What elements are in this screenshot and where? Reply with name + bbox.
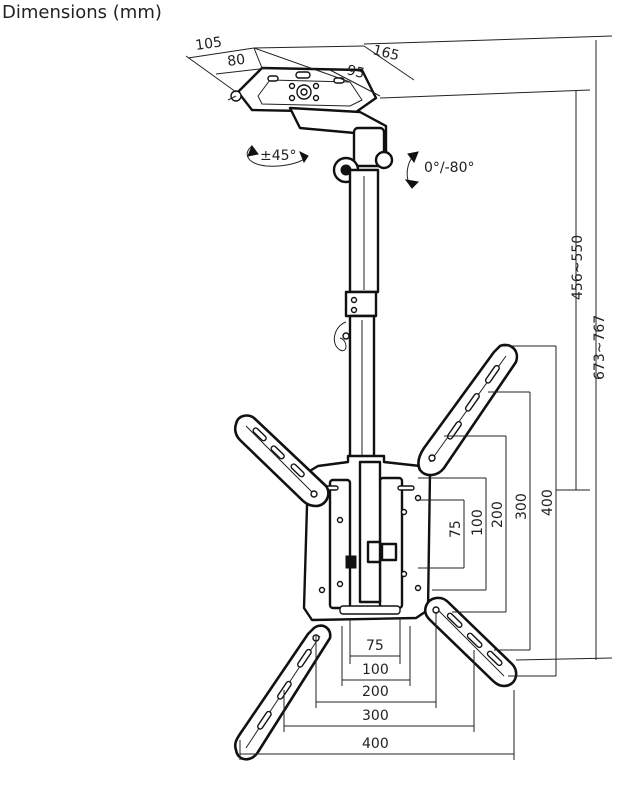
dim-v-75: 75 <box>448 520 464 538</box>
dim-h-200: 200 <box>362 684 389 700</box>
dim-top-165: 165 <box>371 42 401 64</box>
arm-top-left <box>233 414 330 508</box>
dim-456-550: 456~550 <box>570 235 586 300</box>
dim-top-105: 105 <box>194 34 223 54</box>
arm-top-right <box>417 343 519 477</box>
vertical-overall-dimensions: 456~550 673~767 <box>363 35 613 661</box>
dim-top-80: 80 <box>226 52 246 70</box>
arm-bottom-right <box>423 596 518 688</box>
top-dimensions: 105 80 95 165 <box>185 34 415 97</box>
telescopic-pole <box>333 168 380 464</box>
tilt-label: 0°/-80° <box>424 160 475 176</box>
horizontal-vesa-dimensions: 75 100 200 300 400 <box>239 612 515 760</box>
dim-v-300: 300 <box>514 493 530 520</box>
dim-v-400: 400 <box>540 489 556 516</box>
dim-h-100: 100 <box>362 662 389 678</box>
dim-v-100: 100 <box>470 509 486 536</box>
arm-bottom-left <box>233 624 332 761</box>
dim-h-400: 400 <box>362 736 389 752</box>
swivel-label: ±45° <box>260 148 297 164</box>
dim-top-95: 95 <box>345 62 366 82</box>
tilt-bracket <box>288 106 394 184</box>
dim-h-75: 75 <box>366 638 384 654</box>
dim-673-767: 673~767 <box>592 315 608 380</box>
tv-plate <box>302 454 432 622</box>
dim-h-300: 300 <box>362 708 389 724</box>
diagram-title: Dimensions (mm) <box>2 2 162 23</box>
dim-v-200: 200 <box>490 501 506 528</box>
rotation-indicators: ±45° 0°/-80° <box>246 144 475 189</box>
vertical-vesa-dimensions: 400 300 200 100 75 <box>418 345 557 677</box>
